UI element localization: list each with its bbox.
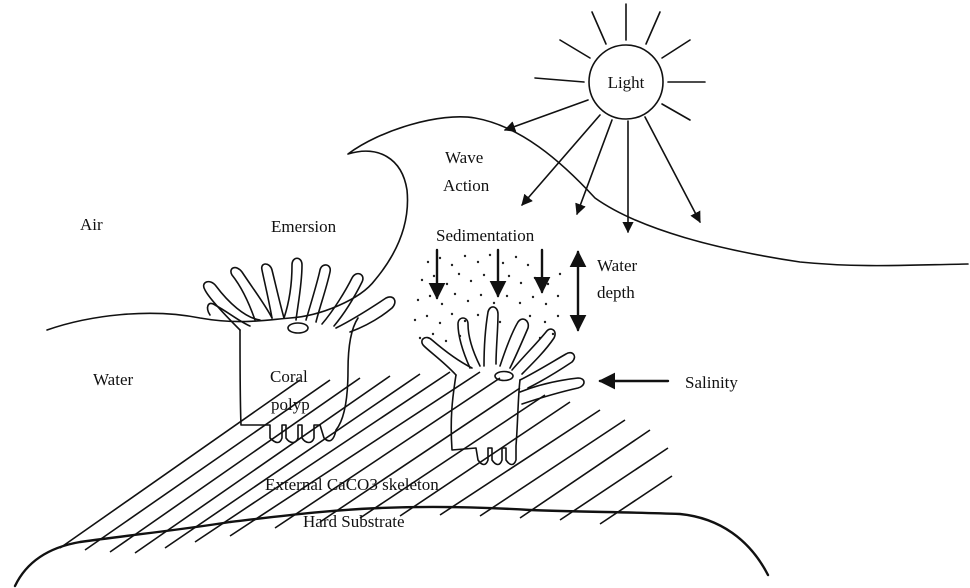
sun-rays bbox=[535, 4, 705, 120]
sedimentation-label: Sedimentation bbox=[436, 226, 535, 245]
sedimentation-arrows bbox=[437, 250, 542, 298]
wave-action-label-1: Wave bbox=[445, 148, 483, 167]
coral-polyp-left: Coral polyp bbox=[204, 258, 395, 442]
salinity-label: Salinity bbox=[685, 373, 738, 392]
light-label: Light bbox=[608, 73, 645, 92]
substrate-label: Hard Substrate bbox=[303, 512, 405, 531]
water-depth-label-2: depth bbox=[597, 283, 635, 302]
water-depth-label-1: Water bbox=[597, 256, 637, 275]
coral-polyp-label-2: polyp bbox=[271, 395, 310, 414]
water-label: Water bbox=[93, 370, 133, 389]
light-arrows bbox=[505, 100, 700, 232]
emersion-label: Emersion bbox=[271, 217, 337, 236]
sun: Light bbox=[535, 4, 705, 120]
wave-action-label-2: Action bbox=[443, 176, 490, 195]
coral-polyp-right bbox=[422, 307, 584, 465]
coral-polyp-label-1: Coral bbox=[270, 367, 308, 386]
skeleton-label: External CaCO3 skeleton bbox=[265, 475, 439, 494]
wave-outline bbox=[47, 117, 968, 330]
air-label: Air bbox=[80, 215, 103, 234]
